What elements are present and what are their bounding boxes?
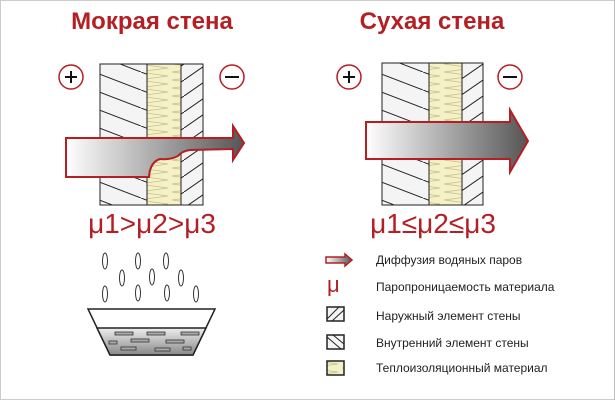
water-bowl — [86, 308, 217, 356]
wet-permeability-formula: μ1>μ2>μ3 — [88, 208, 216, 239]
legend-label-inner-wall: Внутренний элемент стены — [376, 336, 529, 350]
legend-label-outer-wall: Наружный элемент стены — [376, 309, 521, 323]
arrow-icon — [325, 252, 354, 268]
legend-label-permeability: Паропроницаемость материала — [376, 280, 555, 294]
dry-plus-icon — [336, 64, 362, 90]
dry-diffusion-arrow — [365, 106, 530, 176]
insulation-layer — [146, 63, 182, 206]
dry-wall-title: Сухая стена — [359, 8, 505, 35]
outer-wall-hatch-icon — [326, 306, 345, 322]
mu-icon: μ — [327, 272, 340, 297]
dry-minus-icon — [497, 64, 523, 90]
wet-diffusion-arrow — [65, 122, 246, 178]
outer-wall-layer — [180, 63, 204, 206]
wet-minus-icon — [219, 64, 245, 90]
vapor-droplets — [102, 252, 199, 303]
legend-label-diffusion: Диффузия водяных паров — [376, 253, 523, 267]
legend-label-insulation: Теплоизоляционный материал — [376, 361, 548, 375]
inner-wall-hatch-icon — [326, 334, 345, 350]
inner-wall-layer — [99, 63, 148, 206]
insulation-icon — [326, 360, 345, 376]
wet-wall — [99, 63, 204, 206]
wet-wall-title: Мокрая стена — [71, 8, 233, 35]
wet-plus-icon — [58, 64, 84, 90]
dry-permeability-formula: μ1≤μ2≤μ3 — [370, 208, 496, 239]
